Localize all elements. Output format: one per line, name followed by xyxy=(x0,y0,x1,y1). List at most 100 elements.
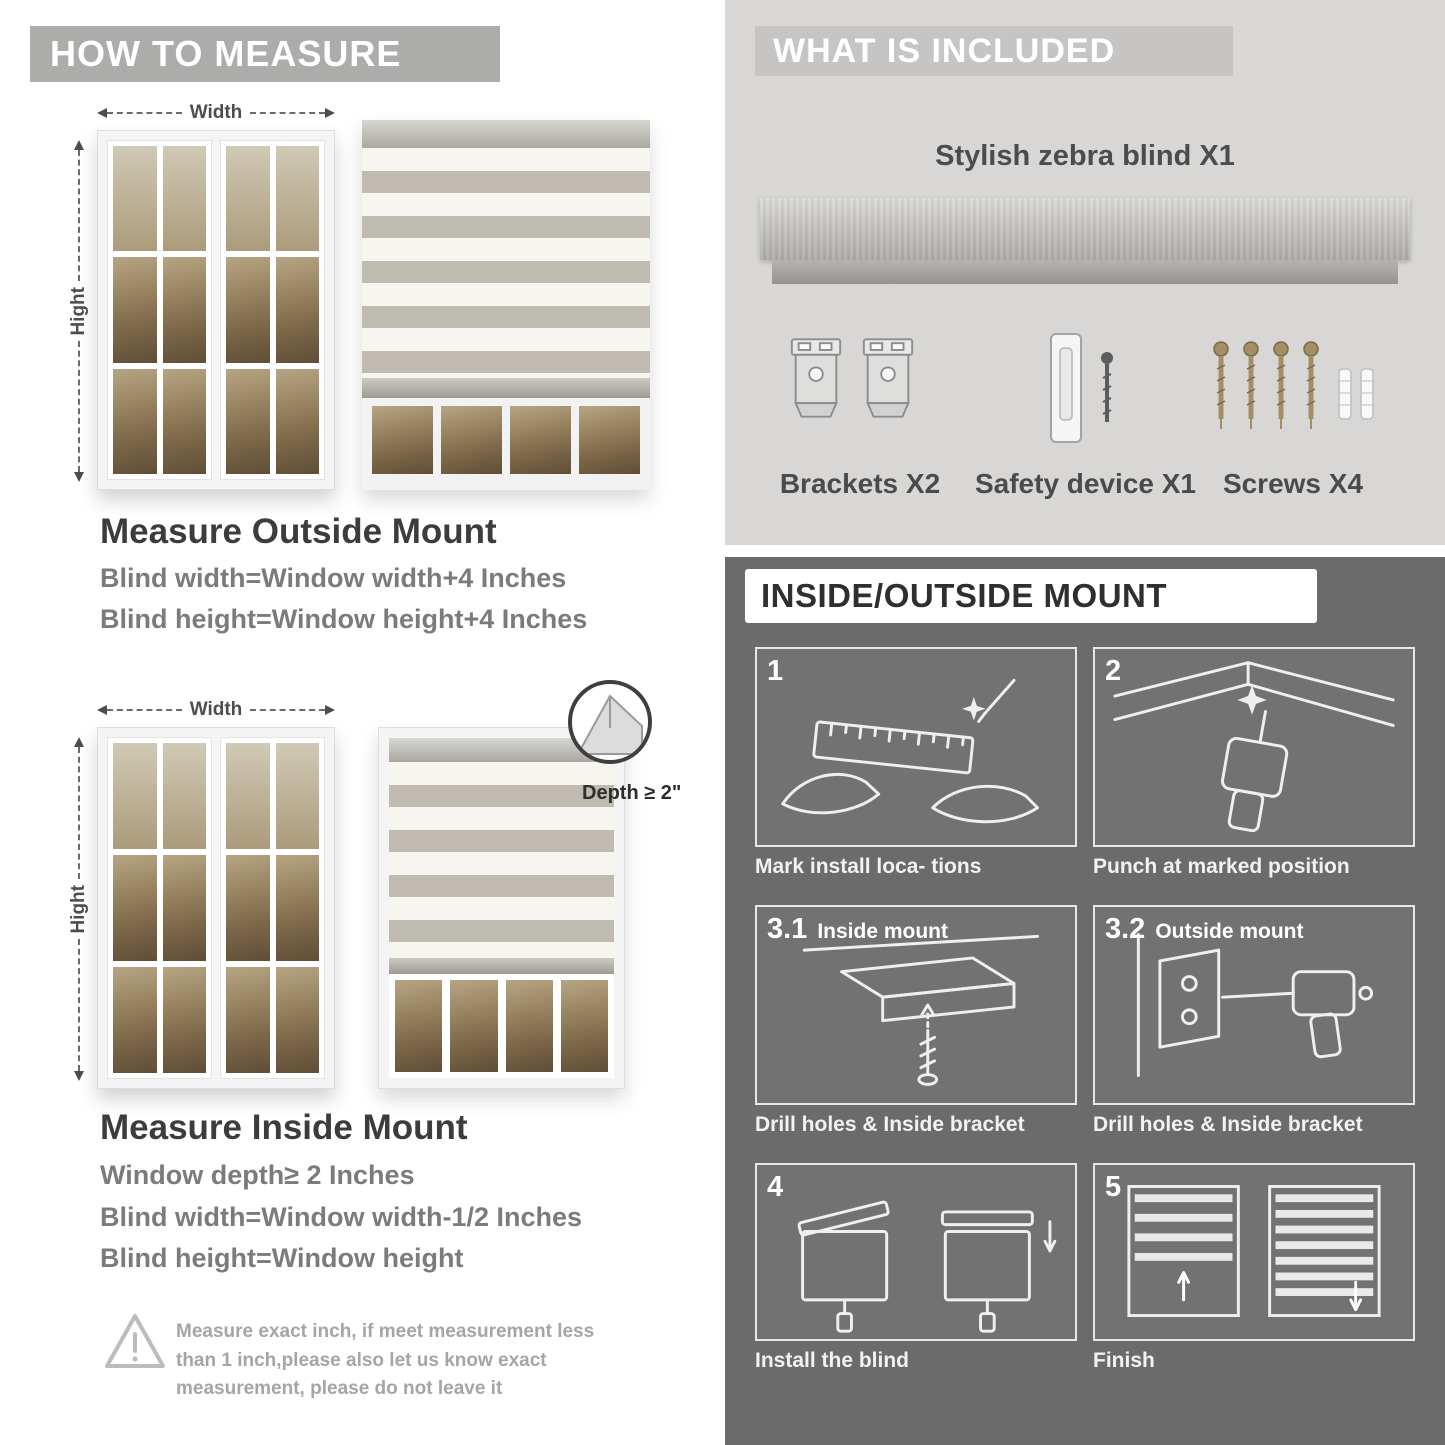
mount-step-3-1: 3.1 Inside mount Drill holes & Inside br… xyxy=(755,905,1077,1137)
window-pane xyxy=(162,967,206,1073)
window-casement xyxy=(107,737,212,1079)
window-pane xyxy=(162,368,206,474)
outside-width-formula: Blind width=Window width+4 Inches xyxy=(100,563,567,593)
step-caption: Mark install loca- tions xyxy=(755,855,982,878)
step-caption: Drill holes & Inside bracket xyxy=(755,1113,1025,1136)
inside-width-formula: Blind width=Window width-1/2 Inches xyxy=(100,1202,583,1232)
depth-callout-label: Depth ≥ 2" xyxy=(582,782,682,804)
step-caption: Install the blind xyxy=(755,1349,910,1372)
outside-height-formula: Blind height=Window height+4 Inches xyxy=(100,604,588,634)
height-label: Hight xyxy=(68,884,89,934)
window-pane xyxy=(113,855,157,961)
blind-bottom-rail xyxy=(362,378,650,398)
window-pane xyxy=(226,257,270,363)
arrow-left-icon xyxy=(97,705,107,715)
window-pane xyxy=(510,406,571,474)
screws-label: Screws X4 xyxy=(1222,468,1364,499)
window-pane xyxy=(113,257,157,363)
window-pane xyxy=(162,257,206,363)
window-pane xyxy=(275,257,319,363)
window-pane xyxy=(113,368,157,474)
arrow-up-icon xyxy=(74,140,84,150)
warning-icon xyxy=(105,1314,165,1368)
mount-instructions-section: INSIDE/OUTSIDE MOUNT xyxy=(725,557,1445,1445)
window-pane xyxy=(162,855,206,961)
safety-device-group xyxy=(1035,328,1135,458)
step-3-2-panel: 3.2 Outside mount xyxy=(1093,905,1415,1105)
step-label: Outside mount xyxy=(1155,920,1304,943)
zebra-blind-headrail xyxy=(760,198,1410,260)
arrow-down-icon xyxy=(74,1071,84,1082)
mount-step-2: 2 Punch at marked position xyxy=(1093,647,1415,879)
window-pane xyxy=(560,980,608,1072)
width-measure-inside: Width xyxy=(97,699,335,720)
mount-step-1: 1 Mark install loca- tions xyxy=(755,647,1077,879)
window-pane xyxy=(275,743,319,849)
screws-group xyxy=(1207,335,1387,452)
window-pane xyxy=(275,967,319,1073)
step-2-panel: 2 xyxy=(1093,647,1415,847)
window-below-blind xyxy=(362,398,650,490)
step-number: 3.1 xyxy=(767,913,808,945)
window-casement xyxy=(107,140,212,480)
safety-device-label: Safety device X1 xyxy=(974,468,1197,499)
step-number: 4 xyxy=(767,1171,784,1203)
product-name: Stylish zebra blind X1 xyxy=(935,140,1235,172)
width-label: Width xyxy=(189,699,243,720)
window-pane xyxy=(226,855,270,961)
step-4-panel: 4 xyxy=(755,1163,1077,1341)
arrow-down-icon xyxy=(74,472,84,483)
how-to-measure-header: HOW TO MEASURE xyxy=(30,26,500,82)
arrow-right-icon xyxy=(325,705,335,715)
step-number: 5 xyxy=(1105,1171,1122,1203)
inside-mount-title: Measure Inside Mount xyxy=(100,1108,468,1147)
step-caption: Finish xyxy=(1093,1349,1155,1372)
mount-steps-grid: 1 Mark install loca- tions xyxy=(755,647,1415,1399)
step-caption: Drill holes & Inside bracket xyxy=(1093,1113,1363,1136)
window-pane xyxy=(275,855,319,961)
window-pane xyxy=(162,743,206,849)
window-pane xyxy=(275,368,319,474)
step-caption: Punch at marked position xyxy=(1093,855,1350,878)
mount-step-3-2: 3.2 Outside mount Drill holes & Inside b… xyxy=(1093,905,1415,1137)
height-measure-inside: Hight xyxy=(68,737,90,1082)
safety-device-icon xyxy=(1050,333,1113,443)
arrow-up-icon xyxy=(74,737,84,747)
window-pane xyxy=(579,406,640,474)
inside-depth-formula: Window depth≥ 2 Inches xyxy=(100,1160,415,1190)
height-measure-outside: Hight xyxy=(68,140,90,483)
inside-height-formula: Blind height=Window height xyxy=(100,1243,464,1273)
brackets-label: Brackets X2 xyxy=(779,468,941,499)
width-measure-outside: Width xyxy=(97,102,335,123)
window-pane xyxy=(226,743,270,849)
window-pane xyxy=(395,980,443,1072)
window-pane xyxy=(226,368,270,474)
blind-stripes xyxy=(362,148,650,378)
step-3-1-illustration xyxy=(802,934,1039,1086)
bracket-icon xyxy=(790,338,842,418)
window-inside-diagram xyxy=(97,727,335,1089)
step-2-illustration xyxy=(1113,661,1395,833)
measure-warning-text: Measure exact inch, if meet measurement … xyxy=(176,1321,595,1399)
bracket-icon xyxy=(862,338,914,418)
mount-section-header: INSIDE/OUTSIDE MOUNT xyxy=(745,569,1317,623)
mount-step-5: 5 Finish xyxy=(1093,1163,1415,1373)
blind-bottom-rail xyxy=(389,958,614,974)
mount-step-4: 4 Install the blind xyxy=(755,1163,1077,1373)
outside-mount-title: Measure Outside Mount xyxy=(100,512,497,551)
window-pane xyxy=(113,743,157,849)
window-pane xyxy=(162,146,206,252)
depth-zoom-circle xyxy=(568,680,652,764)
blind-stripes xyxy=(389,762,614,958)
step-number: 2 xyxy=(1105,655,1122,687)
window-pane xyxy=(226,967,270,1073)
step-3-1-panel: 3.1 Inside mount xyxy=(755,905,1077,1105)
window-pane xyxy=(372,406,433,474)
window-pane xyxy=(113,146,157,252)
step-5-illustration xyxy=(1127,1185,1381,1318)
frame-corner-zoom-icon xyxy=(576,694,643,755)
window-pane xyxy=(226,146,270,252)
window-pane xyxy=(441,406,502,474)
height-label: Hight xyxy=(68,286,89,336)
